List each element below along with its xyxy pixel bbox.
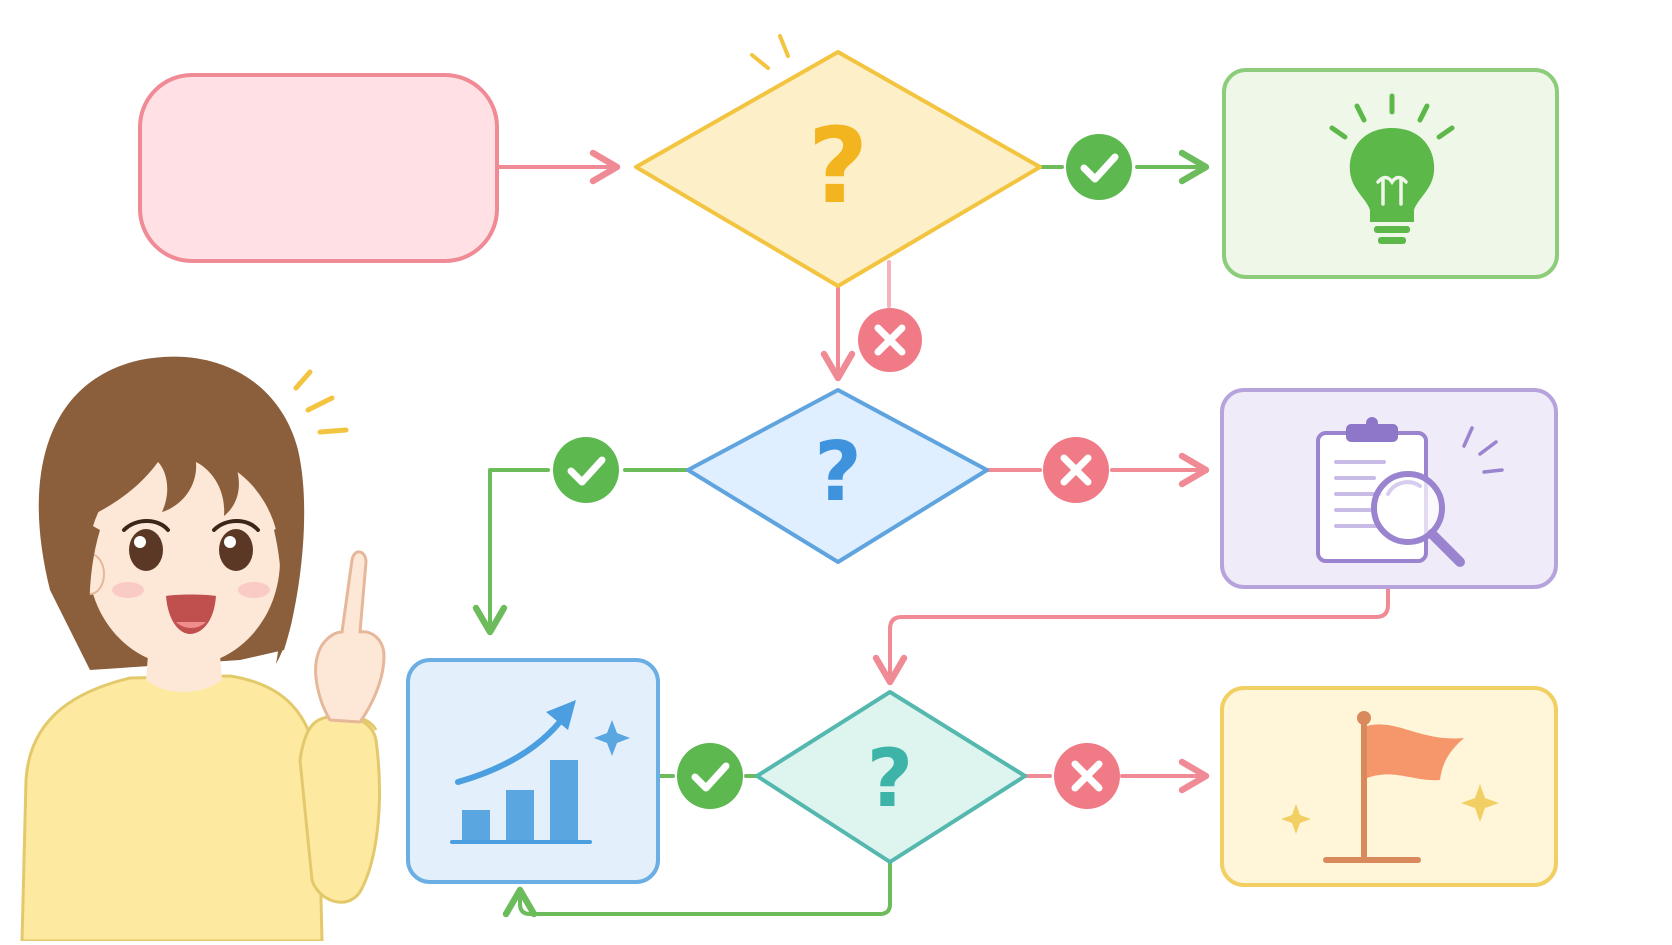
yes-badge-decision-2: [553, 437, 619, 503]
check-icon: [567, 456, 606, 486]
decision-diamond-1: ?: [634, 50, 1042, 288]
presenter-illustration: [20, 356, 386, 943]
outcome-box-lightbulb: [1222, 68, 1559, 279]
cross-icon: [874, 324, 906, 356]
sparkle-icon: [594, 720, 630, 756]
decision-diamond-3: ?: [755, 690, 1027, 864]
decision-diamond-2: ?: [686, 388, 989, 564]
presenter-pointing-hand: [314, 550, 386, 724]
presenter-raised-arm: [298, 714, 381, 904]
start-node: [138, 73, 499, 263]
rising-chart-icon: [450, 700, 592, 844]
yes-badge-decision-1: [1066, 134, 1132, 200]
outcome-box-flag: [1220, 686, 1558, 887]
presenter-eyes: [122, 519, 260, 571]
no-badge-decision-1: [858, 308, 922, 372]
goal-flag-icon: [1323, 711, 1464, 863]
outcome-box-clipboard: [1220, 388, 1558, 589]
outcome-box-chart: [406, 658, 660, 884]
cross-icon: [1060, 454, 1092, 486]
presenter-sweater: [20, 674, 324, 943]
decision-1-question-mark: ?: [808, 105, 868, 227]
presenter-excitement-lines: [293, 369, 349, 435]
connector-decision-2-yes-to-chart: [490, 468, 690, 632]
sparkle-icon: [1461, 784, 1499, 822]
yes-badge-decision-3: [677, 743, 743, 809]
presenter-smile: [166, 594, 216, 634]
cross-icon: [1071, 760, 1103, 792]
check-icon: [691, 762, 730, 792]
decision-3-question-mark: ?: [867, 732, 913, 825]
no-badge-decision-3: [1054, 743, 1120, 809]
sparkle-icon: [1281, 804, 1311, 834]
clipboard-magnifier-icon: [1316, 417, 1504, 567]
connector-clipboard-to-decision-3: [872, 585, 1390, 686]
no-badge-decision-2: [1043, 437, 1109, 503]
lightbulb-icon: [1329, 93, 1455, 244]
check-icon: [1080, 153, 1119, 183]
presenter-bangs: [82, 408, 290, 520]
connector-decision-3-loop-to-chart: [502, 860, 892, 918]
decision-2-question-mark: ?: [814, 425, 862, 520]
attention-spark-lines-top: [750, 34, 790, 70]
